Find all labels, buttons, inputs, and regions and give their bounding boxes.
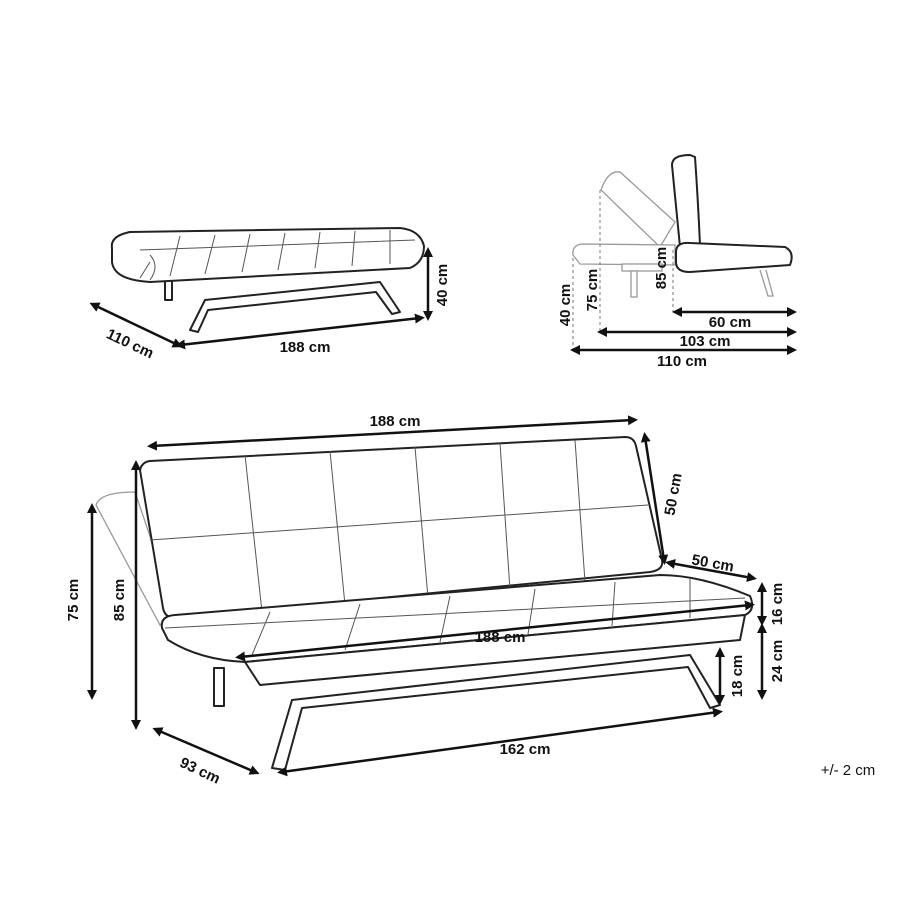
tolerance-note: +/- 2 cm bbox=[821, 762, 876, 779]
back-width-label: 188 cm bbox=[370, 413, 421, 430]
side-upright-height-label: 85 cm bbox=[653, 247, 670, 290]
seat-width-label: 188 cm bbox=[475, 629, 526, 646]
reclined-back bbox=[600, 171, 676, 249]
flat-width-label: 188 cm bbox=[280, 339, 331, 356]
reclined-height-label: 75 cm bbox=[65, 579, 82, 622]
upright-back bbox=[671, 154, 701, 248]
rear-leg bbox=[213, 667, 225, 707]
side-view: 60 cm 103 cm 110 cm 40 cm 75 cm 85 cm bbox=[557, 154, 797, 370]
main-sofa-view: 188 cm 50 cm 50 cm 16 cm 24 cm 18 cm 188… bbox=[65, 413, 786, 788]
cushion-thickness-label: 16 cm bbox=[769, 583, 786, 626]
side-seat-height-label: 40 cm bbox=[557, 284, 574, 327]
side-flat-depth-label: 110 cm bbox=[657, 353, 707, 370]
side-seat-depth-label: 60 cm bbox=[709, 314, 752, 331]
leg-height-label: 18 cm bbox=[729, 655, 746, 698]
side-reclined-height-label: 75 cm bbox=[584, 269, 601, 312]
side-reclined-depth-label: 103 cm bbox=[680, 333, 731, 350]
seat-cushion bbox=[675, 241, 793, 273]
total-height-label: 85 cm bbox=[111, 579, 128, 622]
leg-span-label: 162 cm bbox=[500, 741, 551, 758]
depth-label: 93 cm bbox=[177, 754, 223, 787]
seat-base-height-label: 24 cm bbox=[769, 640, 786, 683]
back-height-label: 50 cm bbox=[662, 472, 686, 517]
seat-depth-label: 50 cm bbox=[690, 552, 735, 576]
flat-height-label: 40 cm bbox=[434, 264, 451, 307]
mattress bbox=[110, 227, 425, 283]
flat-bed-view: 110 cm 188 cm 40 cm bbox=[89, 227, 451, 362]
